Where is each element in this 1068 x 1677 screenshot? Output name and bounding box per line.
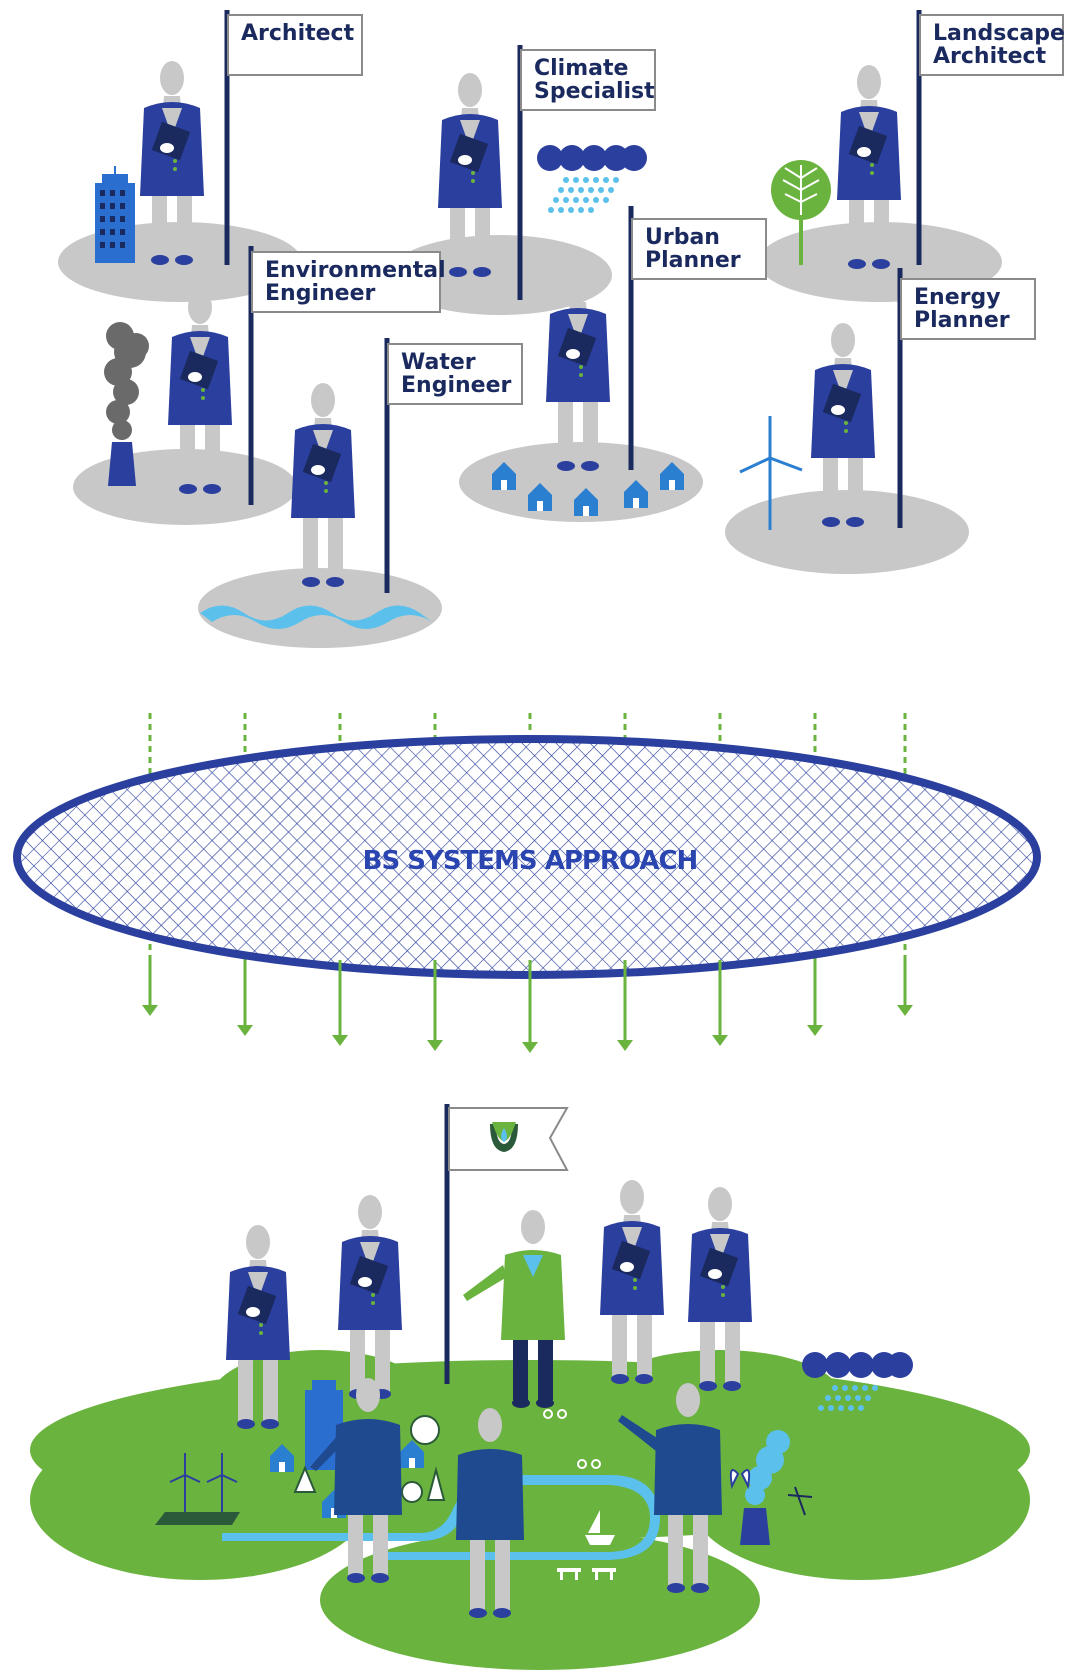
- sign-urban-planner: Urban Planner: [631, 218, 767, 280]
- butterfly-icon: [729, 1469, 751, 1490]
- flag-logo-icon: [448, 1107, 569, 1171]
- sign-climate-specialist: Climate Specialist: [520, 49, 656, 111]
- systems-approach-label: BS SYSTEMS APPROACH: [362, 846, 699, 876]
- sign-architect: Architect: [227, 14, 363, 76]
- building-icon: [95, 166, 135, 263]
- sign-water-engineer: Water Engineer: [387, 343, 523, 405]
- sign-landscape-architect: Landscape Architect: [919, 14, 1065, 76]
- dragonfly-icon: [787, 1486, 813, 1516]
- green-island: [30, 1350, 1030, 1670]
- wind-turbine-icon: [155, 1453, 240, 1525]
- sign-environmental-engineer: Environmental Engineer: [251, 251, 446, 313]
- systems-approach-mesh: [13, 735, 1041, 979]
- smokestack-icon: [104, 322, 149, 486]
- tree-icon: [293, 1415, 446, 1503]
- river: [222, 1475, 660, 1560]
- output-arrows: [142, 960, 913, 1053]
- leader-person: [463, 1210, 565, 1408]
- rain-cloud-icon: [802, 1352, 913, 1411]
- island-climate: [388, 235, 612, 315]
- water-waves-icon: [200, 605, 432, 629]
- front-persons: [310, 1378, 722, 1618]
- boat-icon: [585, 1510, 615, 1545]
- integrated-team: [30, 1104, 1030, 1670]
- smokestack-icon: [740, 1430, 790, 1545]
- systems-approach-filter: [13, 713, 1041, 1053]
- wind-turbine-icon: [739, 416, 803, 530]
- sign-energy-planner: Energy Planner: [900, 278, 1036, 340]
- rain-cloud-icon: [537, 145, 647, 213]
- tree-icon: [771, 160, 831, 265]
- bicycle-icon: [543, 1409, 601, 1469]
- island-energy: [725, 490, 969, 574]
- bench-icon: [557, 1568, 616, 1580]
